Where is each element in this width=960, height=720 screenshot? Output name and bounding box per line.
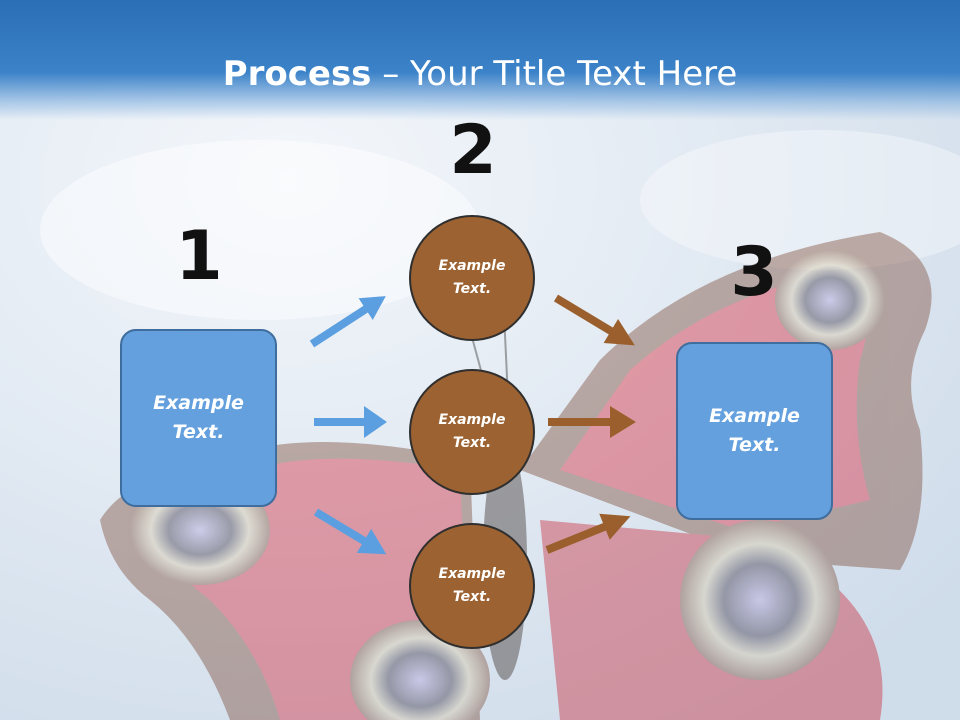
step-2-circle-text: Example Text. xyxy=(438,412,506,451)
step-number-2: 2 xyxy=(449,111,497,190)
step-3-box: Example Text. xyxy=(676,342,833,520)
title-banner xyxy=(0,0,960,120)
step-number-1: 1 xyxy=(175,217,223,296)
step-1-text: Example Text. xyxy=(153,392,244,443)
step-2-circle-middle: Example Text. xyxy=(409,369,535,495)
step-2-circle-text: Example Text. xyxy=(438,566,506,605)
arrow-up-right-icon xyxy=(309,296,386,348)
arrow-up-right-icon xyxy=(545,513,631,554)
arrow-right-icon xyxy=(314,406,387,438)
slide-title: Process – Your Title Text Here xyxy=(0,52,960,96)
arrow-down-right-icon xyxy=(553,294,635,346)
step-3-text: Example Text. xyxy=(709,405,800,456)
title-regular-part: – Your Title Text Here xyxy=(371,54,738,94)
brown-arrows xyxy=(545,294,636,554)
arrow-right-icon xyxy=(548,406,636,438)
title-bold-part: Process xyxy=(222,54,372,94)
blue-arrows xyxy=(309,296,387,555)
step-2-circle-top: Example Text. xyxy=(409,215,535,341)
arrow-down-right-icon xyxy=(313,508,387,555)
step-2-circle-text: Example Text. xyxy=(438,258,506,297)
step-1-box: Example Text. xyxy=(120,329,277,507)
step-number-3: 3 xyxy=(730,233,778,312)
step-2-circle-bottom: Example Text. xyxy=(409,523,535,649)
